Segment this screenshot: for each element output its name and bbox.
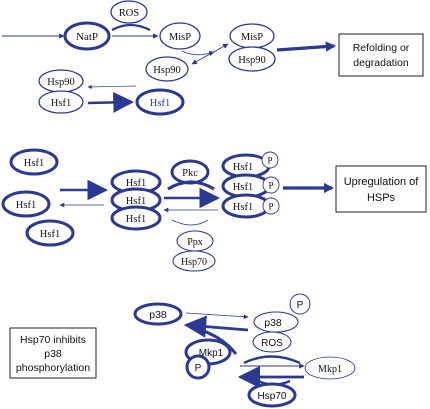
ros-node-panel3 xyxy=(252,331,292,353)
phosphate-2-label: P xyxy=(268,181,273,191)
phosphate-2 xyxy=(262,176,280,194)
phosphate-3-label: P xyxy=(268,202,273,212)
note-line1: Hsp70 inhibits xyxy=(20,334,86,346)
hsp90-binding-node xyxy=(145,56,189,82)
panel-hsf1-activation: Hsf1 Hsf1 Hsf1 Hsf1 Hsf1 Hsf1 Pkc Ppx Hs… xyxy=(1,148,427,272)
hsp70-node-panel3 xyxy=(247,382,297,408)
hsf1-trimer-1-label: Hsf1 xyxy=(126,178,146,189)
panel-p38-regulation: p38 p38 P Mkp1 P ROS Mkp1 Hsp70 Hsp70 in… xyxy=(9,293,356,408)
p38-phosphate-label: P xyxy=(297,300,304,311)
misp-label: MisP xyxy=(169,32,191,43)
refolding-line2: degradation xyxy=(353,57,409,69)
hsf1-monomer-a xyxy=(9,148,59,176)
ros-label: ROS xyxy=(119,8,140,19)
hsp70-label-panel2: Hsp70 xyxy=(181,257,207,268)
mkp1-free-node xyxy=(304,356,356,380)
hsf1-phos-1-label: Hsf1 xyxy=(233,162,253,173)
ros-node xyxy=(110,0,148,24)
arrow-to-refolding xyxy=(276,41,337,52)
mkp1-catalysis-curve xyxy=(194,326,238,355)
ppx-label: Ppx xyxy=(187,237,203,248)
hsp90-binding-label: Hsp90 xyxy=(153,65,180,76)
hsf1-trimer-3 xyxy=(110,205,162,231)
phosphate-1 xyxy=(261,151,279,169)
hsf1-monomer-c xyxy=(25,219,75,247)
upregulation-line1: Upregulation of xyxy=(344,176,420,188)
hsf1-free-node xyxy=(135,88,185,116)
hsf1-monomer-b-label: Hsf1 xyxy=(16,200,36,211)
arrow-p38-phosphorylation xyxy=(185,312,249,320)
hsf1-monomer-a-label: Hsf1 xyxy=(24,158,44,169)
hsf1-free-label: Hsf1 xyxy=(150,98,170,109)
upregulation-box xyxy=(335,165,427,213)
refolding-box xyxy=(338,33,424,77)
arrow-rebind xyxy=(87,84,137,90)
hsf1-trimer-3-label: Hsf1 xyxy=(126,214,146,225)
phosphate-3 xyxy=(262,197,280,215)
hsf1-bound-label: Hsf1 xyxy=(51,98,71,109)
pkc-label: Pkc xyxy=(182,168,198,179)
note-line3: phosphorylation xyxy=(16,362,90,374)
hsp90-bound-label: Hsp90 xyxy=(47,77,74,88)
misp-node xyxy=(159,22,201,50)
mkp1-bound-label: Mkp1 xyxy=(199,348,224,359)
hsf1-monomer-b xyxy=(1,190,51,218)
pkc-curve xyxy=(167,180,215,191)
hsp70-inhibits-box xyxy=(9,327,97,379)
mkp1-phosphate xyxy=(185,354,211,380)
arrow-p38-dephosphorylation xyxy=(183,315,249,338)
mkp1-free-label: Mkp1 xyxy=(318,364,342,375)
natp-label: NatP xyxy=(76,31,98,43)
ppx-curve xyxy=(171,219,209,226)
hsf1-trimer-2-label: Hsf1 xyxy=(126,196,146,207)
ros-curve xyxy=(111,23,151,31)
mkp1-phosphate-label: P xyxy=(195,363,202,374)
arrow-release xyxy=(87,92,135,113)
p38-phosphate xyxy=(289,293,311,315)
phosphate-1-label: P xyxy=(267,156,272,166)
ros-curve-panel3 xyxy=(243,355,301,365)
hsp70-node-panel2 xyxy=(172,250,216,272)
ros-label-panel3: ROS xyxy=(261,338,283,349)
arrow-reversible-binding xyxy=(191,43,229,65)
refolding-line1: Refolding or xyxy=(353,42,410,54)
complex-hsp90-label: Hsp90 xyxy=(238,55,265,66)
hsf1-phos-2-label: Hsf1 xyxy=(233,182,253,193)
complex-hsp90-node xyxy=(228,46,276,72)
p38-node xyxy=(133,302,183,326)
upregulation-line2: HSPs xyxy=(367,192,396,204)
hsf1-monomer-c-label: Hsf1 xyxy=(40,229,60,240)
p38-phos-label: p38 xyxy=(264,317,282,329)
hsp70-label-panel3: Hsp70 xyxy=(258,391,287,402)
note-line2: p38 xyxy=(44,348,62,360)
panel-hsp90-chaperone: NatP ROS MisP Hsp90 MisP Hsp90 Refolding… xyxy=(2,0,424,116)
hsf1-phos-3-label: Hsf1 xyxy=(233,202,253,213)
complex-misp-label: MisP xyxy=(241,32,263,43)
natp-node xyxy=(63,21,111,51)
hsf1-bound-node xyxy=(38,90,84,114)
p38-label: p38 xyxy=(149,309,167,321)
